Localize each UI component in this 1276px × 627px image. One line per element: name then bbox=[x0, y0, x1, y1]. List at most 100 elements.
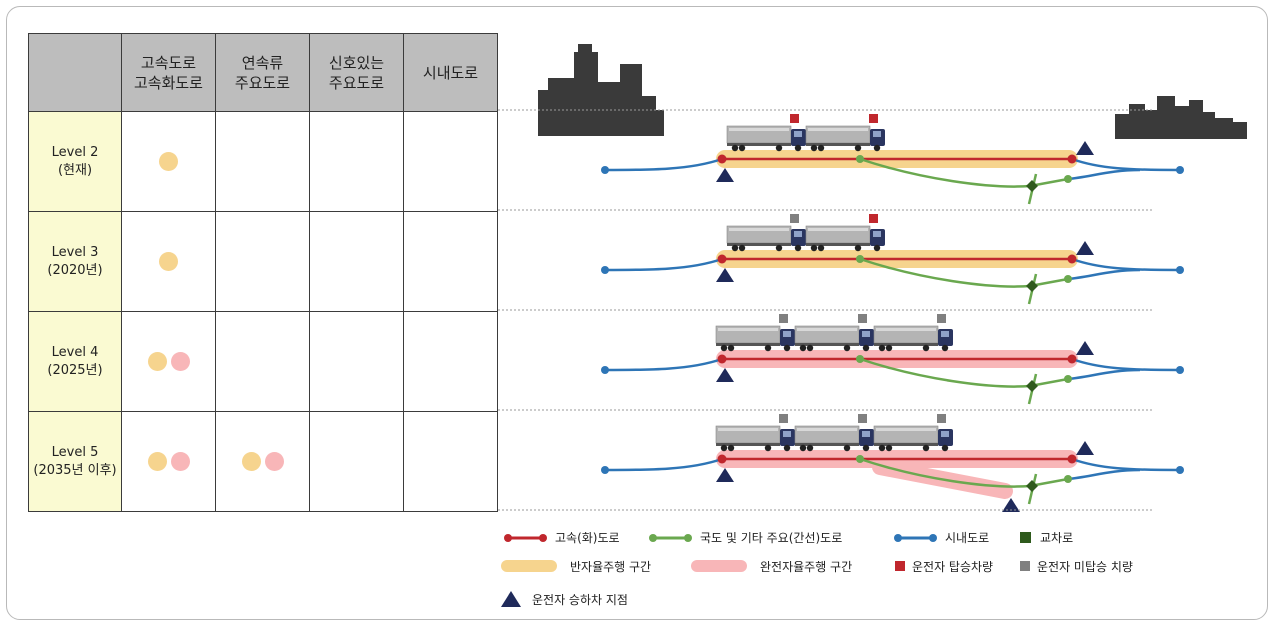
highway-node bbox=[717, 254, 727, 264]
legend-label: 반자율주행 구간 bbox=[570, 559, 651, 574]
triangle-icon bbox=[716, 268, 734, 282]
semi-auto-dot bbox=[241, 452, 261, 471]
intersection-marker bbox=[1026, 480, 1038, 492]
city-road-node bbox=[1176, 466, 1184, 474]
truck-icon bbox=[873, 325, 954, 352]
legend: 고속(화)도로 국도 및 기타 주요(간선)도로 시내도로 교차로 반자율주행 … bbox=[501, 531, 1133, 607]
road-panel bbox=[498, 409, 1184, 512]
truck-icon bbox=[726, 125, 807, 152]
triangle-icon bbox=[716, 468, 734, 482]
national-road bbox=[859, 257, 1069, 288]
city-right-illustration bbox=[1115, 96, 1247, 139]
city-road bbox=[1067, 268, 1141, 281]
triangle-icon bbox=[1076, 241, 1094, 255]
table-row: Level 2 (현재) bbox=[28, 111, 498, 212]
intersection-marker bbox=[1026, 380, 1038, 392]
table-cell bbox=[215, 411, 310, 512]
road-panel bbox=[498, 209, 1184, 305]
national-road bbox=[859, 157, 1069, 188]
highway-node bbox=[717, 154, 727, 164]
legend-label: 완전자율주행 구간 bbox=[760, 559, 852, 574]
national-road-node bbox=[1064, 275, 1072, 283]
city-road-node bbox=[1176, 266, 1184, 274]
truck-icon bbox=[805, 225, 886, 252]
city-road bbox=[1071, 457, 1181, 472]
semi-auto-dot bbox=[159, 252, 178, 271]
national-road-node bbox=[1064, 175, 1072, 183]
legend-label: 운전자 탑승차량 bbox=[912, 560, 993, 574]
triangle-icon bbox=[1076, 141, 1094, 155]
driver-off-marker bbox=[858, 314, 867, 323]
city-road-node bbox=[1176, 166, 1184, 174]
city-road bbox=[604, 357, 723, 372]
table-cell bbox=[403, 211, 498, 312]
triangle-icon bbox=[716, 168, 734, 182]
legend-city-road: 시내도로 bbox=[894, 531, 989, 545]
city-road bbox=[1067, 468, 1141, 481]
legend-full-auto: 완전자율주행 구간 bbox=[691, 559, 852, 574]
level-table: 고속도로 고속화도로 연속류 주요도로 신호있는 주요도로 시내도로 Level… bbox=[28, 33, 498, 512]
city-road bbox=[604, 457, 723, 472]
full-auto-dot bbox=[264, 452, 284, 471]
table-header-cell: 시내도로 bbox=[403, 33, 498, 112]
legend-driver-off: 운전자 미탑승 치량 bbox=[1020, 560, 1133, 574]
city-road bbox=[1067, 368, 1141, 381]
city-road bbox=[604, 157, 723, 172]
intersection-marker bbox=[1026, 280, 1038, 292]
highway-node bbox=[1067, 254, 1077, 264]
driver-on-marker bbox=[869, 114, 878, 123]
truck-icon bbox=[715, 425, 796, 452]
table-cell bbox=[215, 111, 310, 212]
city-road bbox=[1071, 357, 1181, 372]
national-road-node bbox=[856, 155, 864, 163]
full-auto-dot bbox=[170, 352, 190, 371]
city-road-node bbox=[601, 366, 609, 374]
legend-label: 운전자 미탑승 치량 bbox=[1037, 560, 1133, 574]
table-cell bbox=[403, 311, 498, 412]
truck-icon bbox=[715, 325, 796, 352]
national-road-node bbox=[856, 355, 864, 363]
city-road bbox=[604, 257, 723, 272]
truck-icon bbox=[794, 325, 875, 352]
triangle-icon bbox=[716, 368, 734, 382]
legend-label: 교차로 bbox=[1040, 531, 1073, 545]
city-left-illustration bbox=[538, 44, 664, 136]
legend-label: 고속(화)도로 bbox=[555, 531, 620, 545]
driver-on-marker bbox=[869, 214, 878, 223]
national-road-node bbox=[1064, 475, 1072, 483]
legend-intersection: 교차로 bbox=[1020, 531, 1073, 545]
truck-icon bbox=[873, 425, 954, 452]
truck-icon bbox=[805, 125, 886, 152]
table-cell bbox=[215, 211, 310, 312]
figure-frame bbox=[6, 6, 1268, 620]
road-panel bbox=[498, 109, 1184, 205]
legend-label: 국도 및 기타 주요(간선)도로 bbox=[700, 531, 842, 545]
table-cell bbox=[121, 411, 216, 512]
highway-node bbox=[1067, 354, 1077, 364]
legend-label: 시내도로 bbox=[945, 531, 989, 545]
level-cell: Level 5 (2035년 이후) bbox=[28, 411, 122, 512]
semi-auto-dot bbox=[147, 452, 167, 471]
city-road bbox=[1071, 257, 1181, 272]
legend-national-road: 국도 및 기타 주요(간선)도로 bbox=[649, 531, 842, 545]
driver-off-marker bbox=[858, 414, 867, 423]
highway-node bbox=[717, 354, 727, 364]
road-panel bbox=[498, 309, 1184, 405]
table-cell bbox=[121, 211, 216, 312]
driver-off-marker bbox=[937, 314, 946, 323]
triangle-icon bbox=[501, 591, 521, 607]
level-cell: Level 3 (2020년) bbox=[28, 211, 122, 312]
table-cell bbox=[309, 211, 404, 312]
highway-node bbox=[1067, 154, 1077, 164]
city-road bbox=[1071, 157, 1181, 172]
truck-icon bbox=[726, 225, 807, 252]
triangle-icon bbox=[1076, 341, 1094, 355]
legend-semi-auto: 반자율주행 구간 bbox=[501, 559, 651, 574]
driver-off-marker bbox=[937, 414, 946, 423]
city-road-node bbox=[601, 166, 609, 174]
table-cell bbox=[121, 111, 216, 212]
level-cell: Level 4 (2025년) bbox=[28, 311, 122, 412]
semi-auto-dot bbox=[159, 152, 178, 171]
intersection-marker bbox=[1026, 180, 1038, 192]
